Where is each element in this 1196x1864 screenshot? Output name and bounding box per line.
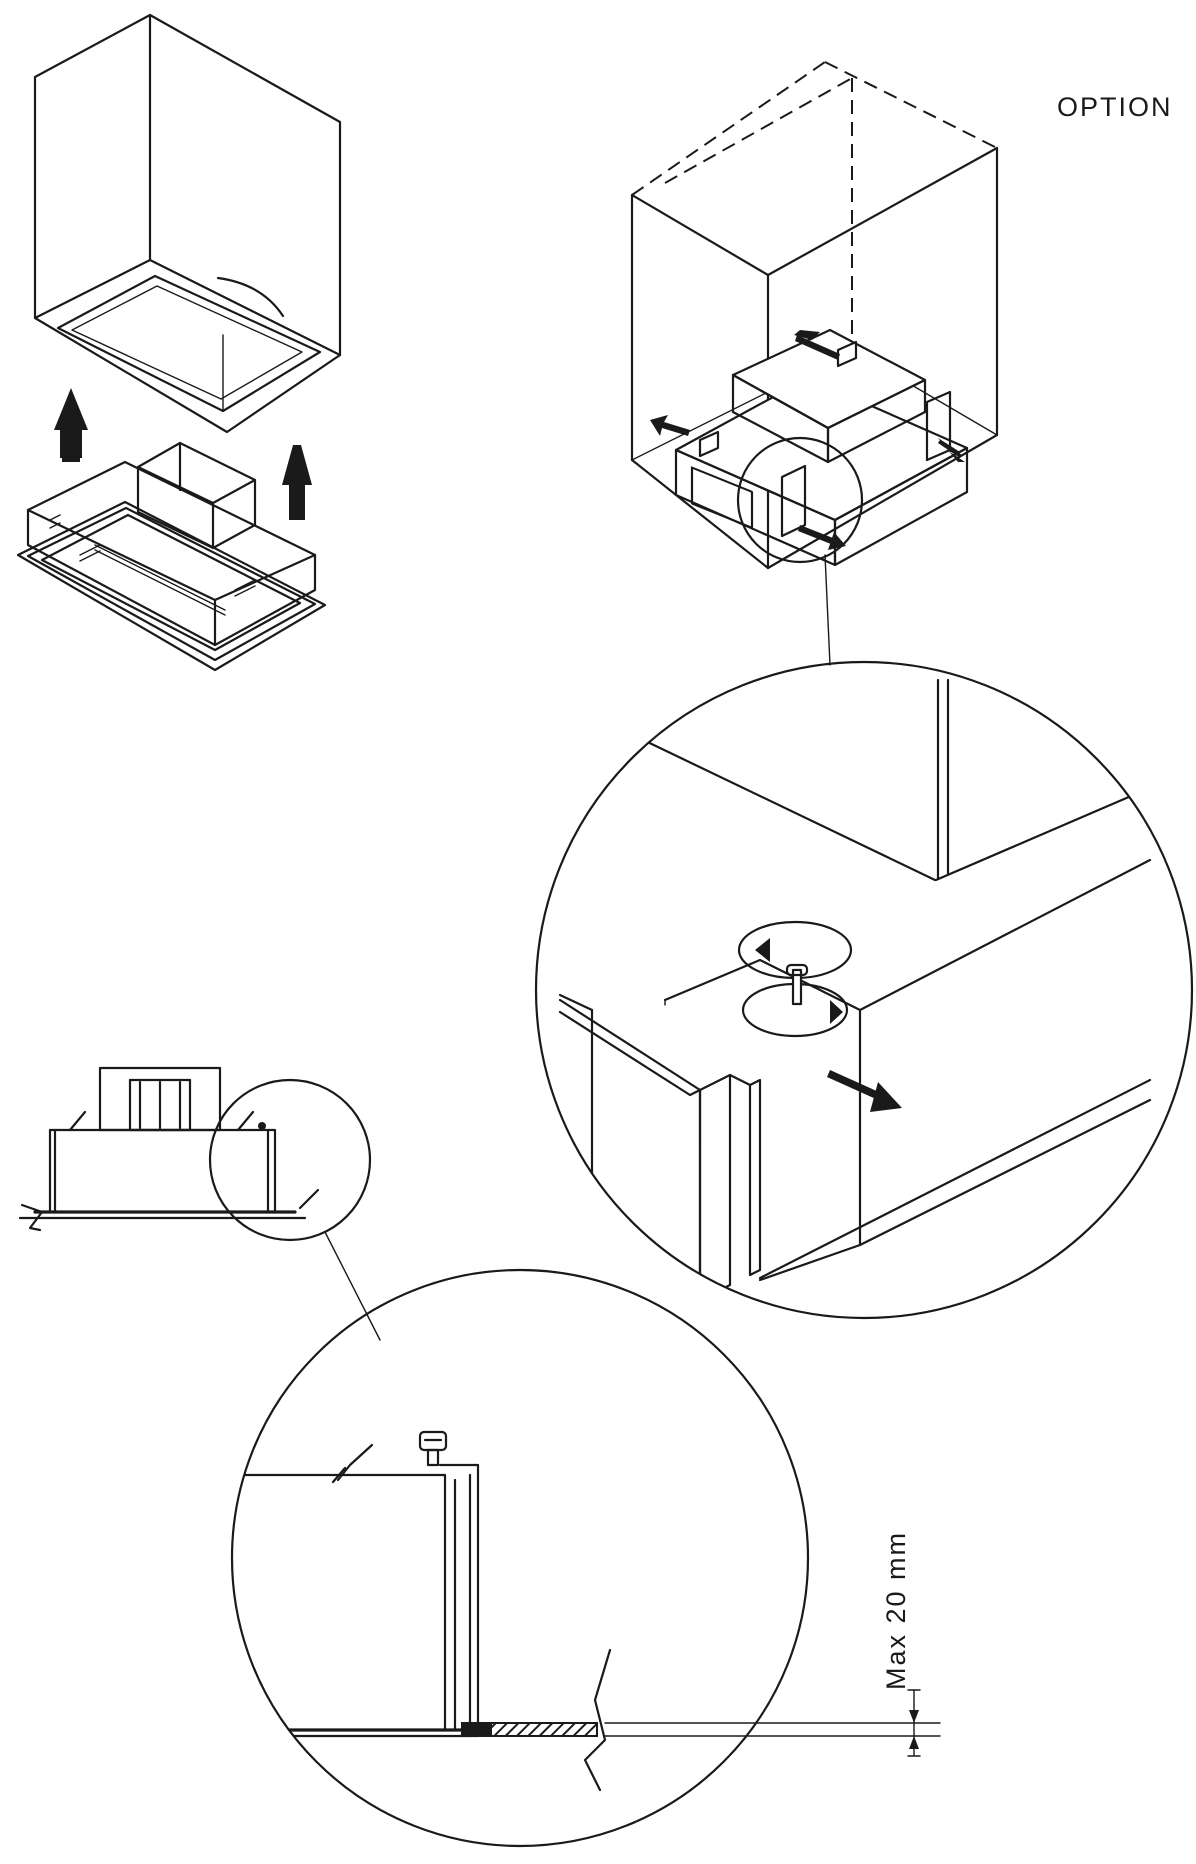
option-cabinet-figure <box>630 61 999 666</box>
side-view-figure <box>18 1066 381 1341</box>
max-thickness-label: Max 20 mm <box>881 1531 911 1690</box>
option-label: OPTION <box>1057 92 1173 122</box>
up-arrow-icon <box>282 445 312 520</box>
screw-detail-view <box>534 660 1194 1320</box>
thickness-detail-view: Max 20 mm <box>230 1268 941 1848</box>
hood-insert-figure <box>16 441 327 672</box>
cabinet-figure <box>33 13 342 434</box>
up-arrow-icon <box>54 388 88 462</box>
